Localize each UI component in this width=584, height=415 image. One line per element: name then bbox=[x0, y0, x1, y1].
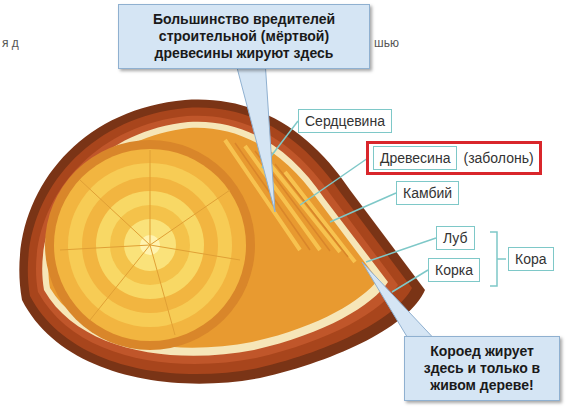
label-text: (заболонь) bbox=[463, 149, 533, 167]
part-label: Кора bbox=[508, 247, 554, 271]
callout-text: Большинство вредителей строительной (мёр… bbox=[153, 11, 335, 61]
bark-korka bbox=[28, 108, 412, 375]
part-label: Корка bbox=[428, 258, 480, 282]
callout-text: Короед жирует здесь и только в живом дер… bbox=[424, 343, 540, 393]
highlight-box: Древесина (заболонь) bbox=[366, 141, 542, 175]
label-text: Корка bbox=[435, 262, 473, 278]
bark-outer bbox=[19, 100, 425, 384]
callout-box: Большинство вредителей строительной (мёр… bbox=[118, 4, 370, 69]
part-label: Сердцевина bbox=[298, 109, 392, 133]
label-text: Кора bbox=[515, 251, 547, 267]
background-text: шью bbox=[374, 36, 399, 50]
part-label: Камбий bbox=[396, 181, 459, 205]
phloem-lub bbox=[36, 116, 398, 364]
growth-ring bbox=[45, 140, 255, 350]
label-text: Сердцевина bbox=[305, 113, 385, 129]
label-text: Луб bbox=[443, 230, 468, 246]
background-text: я д bbox=[2, 36, 19, 50]
label-text: Камбий bbox=[403, 185, 452, 201]
callout-box: Короед жирует здесь и только в живом дер… bbox=[404, 336, 560, 401]
cambium-layer bbox=[42, 122, 388, 356]
bracket bbox=[490, 232, 506, 286]
callout-pointer bbox=[235, 60, 275, 212]
part-label: Луб bbox=[436, 226, 475, 250]
growth-ring bbox=[54, 149, 246, 341]
medullary-rays bbox=[60, 150, 240, 335]
label-text: Древесина bbox=[380, 150, 450, 166]
part-label: Древесина bbox=[373, 146, 457, 170]
